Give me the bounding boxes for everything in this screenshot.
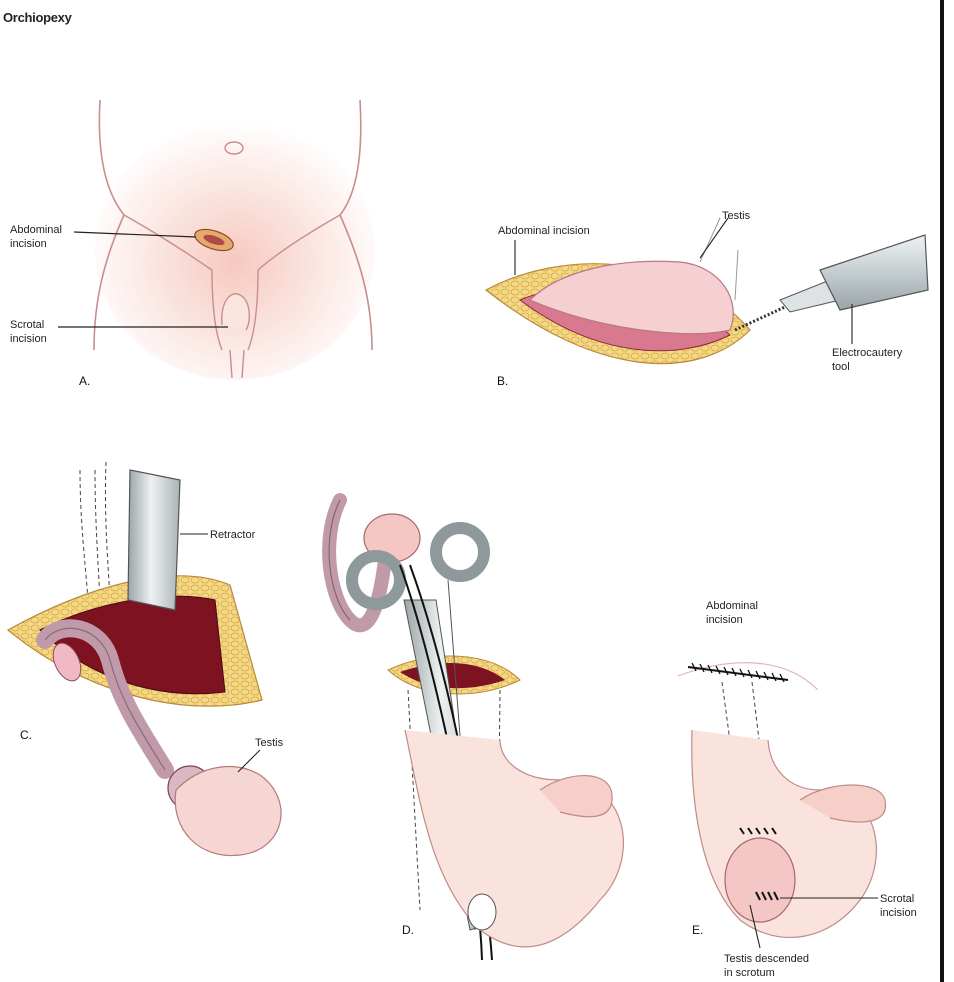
torso-illustration (94, 100, 375, 380)
panel-b-letter: B. (497, 374, 508, 388)
retractor-label: Retractor (210, 529, 256, 541)
panel-b: Abdominal incision Testis Electrocautery… (486, 210, 928, 388)
incision-illustration (486, 218, 750, 364)
abdominal-incision-label-b: Abdominal incision (498, 225, 590, 237)
electrocautery-tool (735, 235, 928, 330)
forceps-illustration (329, 500, 623, 960)
panel-a-letter: A. (79, 374, 90, 388)
panel-d-letter: D. (402, 923, 414, 937)
abdominal-incision-label-e-line2: incision (706, 614, 743, 626)
abdominal-incision-label-line2: incision (10, 238, 47, 250)
scrotal-incision-label-e-line2: incision (880, 907, 917, 919)
panel-c: Retractor Testis C. (8, 462, 284, 856)
panel-a: Abdominal incision Scrotal incision A. (10, 100, 375, 388)
sutured-incisions-illustration (678, 663, 886, 938)
panel-e-letter: E. (692, 923, 703, 937)
testis-label-b: Testis (722, 210, 751, 222)
abdominal-incision-label-line1: Abdominal (10, 224, 62, 236)
testis-descended-label-line2: in scrotum (724, 967, 775, 979)
panel-e: Abdominal incision Scrotal incision Test… (678, 600, 917, 979)
tool-label-line1: Electrocautery (832, 347, 903, 359)
panel-d: D. (329, 500, 623, 960)
scrotal-incision-label-line2: incision (10, 333, 47, 345)
testis-leader-line-c (238, 750, 260, 772)
testis-label-c: Testis (255, 737, 284, 749)
retracted-incision-illustration (8, 462, 281, 856)
tool-label-line2: tool (832, 361, 850, 373)
abdominal-incision-label-e-line1: Abdominal (706, 600, 758, 612)
scrotal-incision-label-line1: Scrotal (10, 319, 44, 331)
testis-leader-line-b (700, 218, 728, 258)
scrotal-incision-label-e-line1: Scrotal (880, 893, 914, 905)
testis-descended-label-line1: Testis descended (724, 953, 809, 965)
panel-c-letter: C. (20, 728, 32, 742)
